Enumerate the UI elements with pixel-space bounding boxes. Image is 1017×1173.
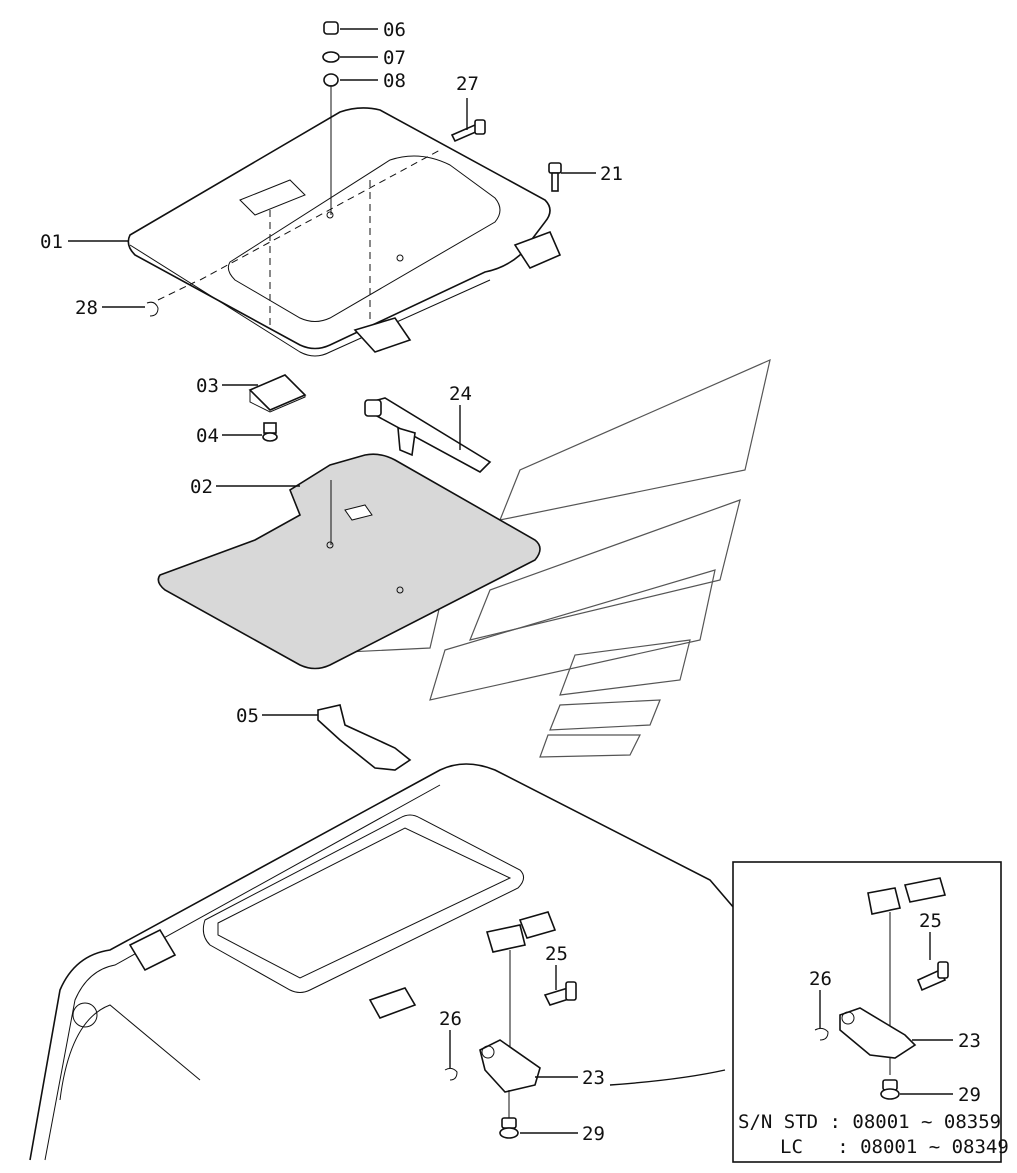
label-03: 03 — [196, 375, 219, 397]
label-02: 02 — [190, 476, 213, 498]
label-01: 01 — [40, 231, 63, 253]
inset-label-25: 25 — [919, 910, 942, 932]
inset-box — [732, 861, 1002, 1163]
label-27: 27 — [456, 73, 479, 95]
bracket-part-03 — [248, 374, 307, 413]
mat-part-02 — [157, 453, 541, 670]
label-26: 26 — [439, 1008, 462, 1030]
inset-label-26: 26 — [809, 968, 832, 990]
label-25: 25 — [545, 943, 568, 965]
serial-range-lc: LC : 08001 ~ 08349 — [780, 1136, 1009, 1158]
label-06: 06 — [383, 19, 406, 41]
leader-lines — [68, 28, 953, 1134]
serial-range-std: S/N STD : 08001 ~ 08359 — [738, 1111, 1001, 1133]
fastener-stack-06-07-08 — [322, 21, 340, 545]
clip-part-28 — [146, 281, 196, 317]
label-23: 23 — [582, 1067, 605, 1089]
label-29: 29 — [582, 1123, 605, 1145]
stay-part-05 — [317, 704, 412, 771]
label-07: 07 — [383, 47, 406, 69]
bolt-part-04 — [262, 422, 278, 442]
label-08: 08 — [383, 70, 406, 92]
pin-part-24 — [364, 397, 492, 473]
inset-label-23: 23 — [958, 1030, 981, 1052]
bolt-part-21 — [548, 162, 562, 192]
inset-labels: 25 26 23 29 S/N STD : 08001 ~ 08359 LC :… — [738, 910, 1009, 1158]
label-21: 21 — [600, 163, 623, 185]
hinge-assembly-main — [444, 911, 726, 1139]
cover-part-01 — [127, 107, 562, 357]
bolt-part-27 — [450, 119, 486, 143]
label-28: 28 — [75, 297, 98, 319]
label-05: 05 — [236, 705, 259, 727]
cab-roof — [29, 763, 741, 1161]
label-04: 04 — [196, 425, 219, 447]
inset-label-29: 29 — [958, 1084, 981, 1106]
label-24: 24 — [449, 383, 472, 405]
callout-labels: 06 07 08 27 21 01 28 03 04 24 02 05 25 2… — [40, 19, 623, 1145]
